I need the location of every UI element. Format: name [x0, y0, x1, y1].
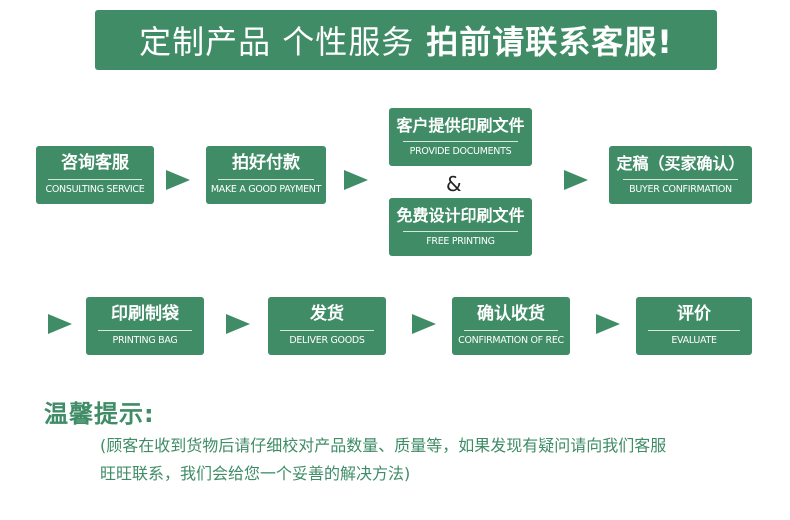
step-divider — [403, 140, 518, 142]
step-divider — [97, 330, 193, 332]
step-subtitle: FREE PRINTING — [426, 235, 495, 247]
step-confirm-receipt: 确认收货 CONFIRMATION OF REC — [452, 297, 570, 355]
step-buyer-confirmation: 定稿（买家确认） BUYER CONFIRMATION — [609, 146, 752, 204]
tips-line-1: (顾客在收到货物后请仔细校对产品数量、质量等，如果发现有疑问请向我们客服 — [100, 436, 667, 455]
step-deliver-goods: 发货 DELIVER GOODS — [268, 297, 386, 355]
step-title: 评价 — [677, 304, 711, 325]
step-subtitle: PRINTING BAG — [112, 335, 178, 347]
step-subtitle: EVALUATE — [671, 335, 717, 347]
step-divider — [463, 330, 559, 332]
arrow-right-icon — [226, 314, 250, 334]
step-free-printing: 免费设计印刷文件 FREE PRINTING — [389, 198, 532, 256]
step-divider — [403, 230, 518, 232]
arrow-right-icon — [48, 314, 72, 334]
step-divider — [623, 178, 738, 180]
step-make-payment: 拍好付款 MAKE A GOOD PAYMENT — [206, 146, 326, 204]
step-evaluate: 评价 EVALUATE — [636, 297, 752, 355]
arrow-right-icon — [344, 170, 368, 190]
step-title: 发货 — [310, 304, 344, 325]
step-divider — [647, 330, 741, 332]
step-title: 定稿（买家确认） — [616, 153, 745, 173]
banner-text-contact: 拍前请联系客服! — [426, 23, 673, 61]
step-title: 印刷制袋 — [111, 304, 179, 325]
arrow-right-icon — [166, 170, 190, 190]
step-divider — [47, 179, 143, 181]
arrow-right-icon — [564, 170, 588, 190]
step-subtitle: PROVIDE DOCUMENTS — [409, 145, 512, 157]
banner-text-service: 定制产品 个性服务 — [139, 23, 415, 61]
arrow-right-icon — [412, 314, 436, 334]
step-title: 免费设计印刷文件 — [396, 205, 525, 225]
tips-line-2: 旺旺联系，我们会给您一个妥善的解决方法) — [100, 464, 411, 483]
tips-title: 温馨提示: — [44, 400, 155, 428]
header-banner: 定制产品 个性服务 拍前请联系客服! — [95, 10, 717, 70]
step-title: 客户提供印刷文件 — [396, 115, 525, 135]
step-subtitle: BUYER CONFIRMATION — [629, 183, 732, 195]
tips-body: (顾客在收到货物后请仔细校对产品数量、质量等，如果发现有疑问请向我们客服 旺旺联… — [100, 432, 770, 488]
step-title: 咨询客服 — [61, 153, 129, 174]
ampersand-label: & — [446, 172, 462, 196]
step-divider — [279, 330, 375, 332]
step-subtitle: MAKE A GOOD PAYMENT — [210, 184, 322, 196]
step-subtitle: DELIVER GOODS — [289, 335, 365, 347]
step-title: 拍好付款 — [232, 153, 300, 174]
step-consulting-service: 咨询客服 CONSULTING SERVICE — [36, 146, 154, 204]
step-subtitle: CONFIRMATION OF REC — [458, 335, 564, 347]
step-title: 确认收货 — [477, 304, 545, 325]
step-subtitle: CONSULTING SERVICE — [45, 184, 145, 196]
step-provide-documents: 客户提供印刷文件 PROVIDE DOCUMENTS — [389, 108, 532, 166]
arrow-right-icon — [596, 314, 620, 334]
step-printing-bag: 印刷制袋 PRINTING BAG — [86, 297, 204, 355]
step-divider — [218, 179, 314, 181]
